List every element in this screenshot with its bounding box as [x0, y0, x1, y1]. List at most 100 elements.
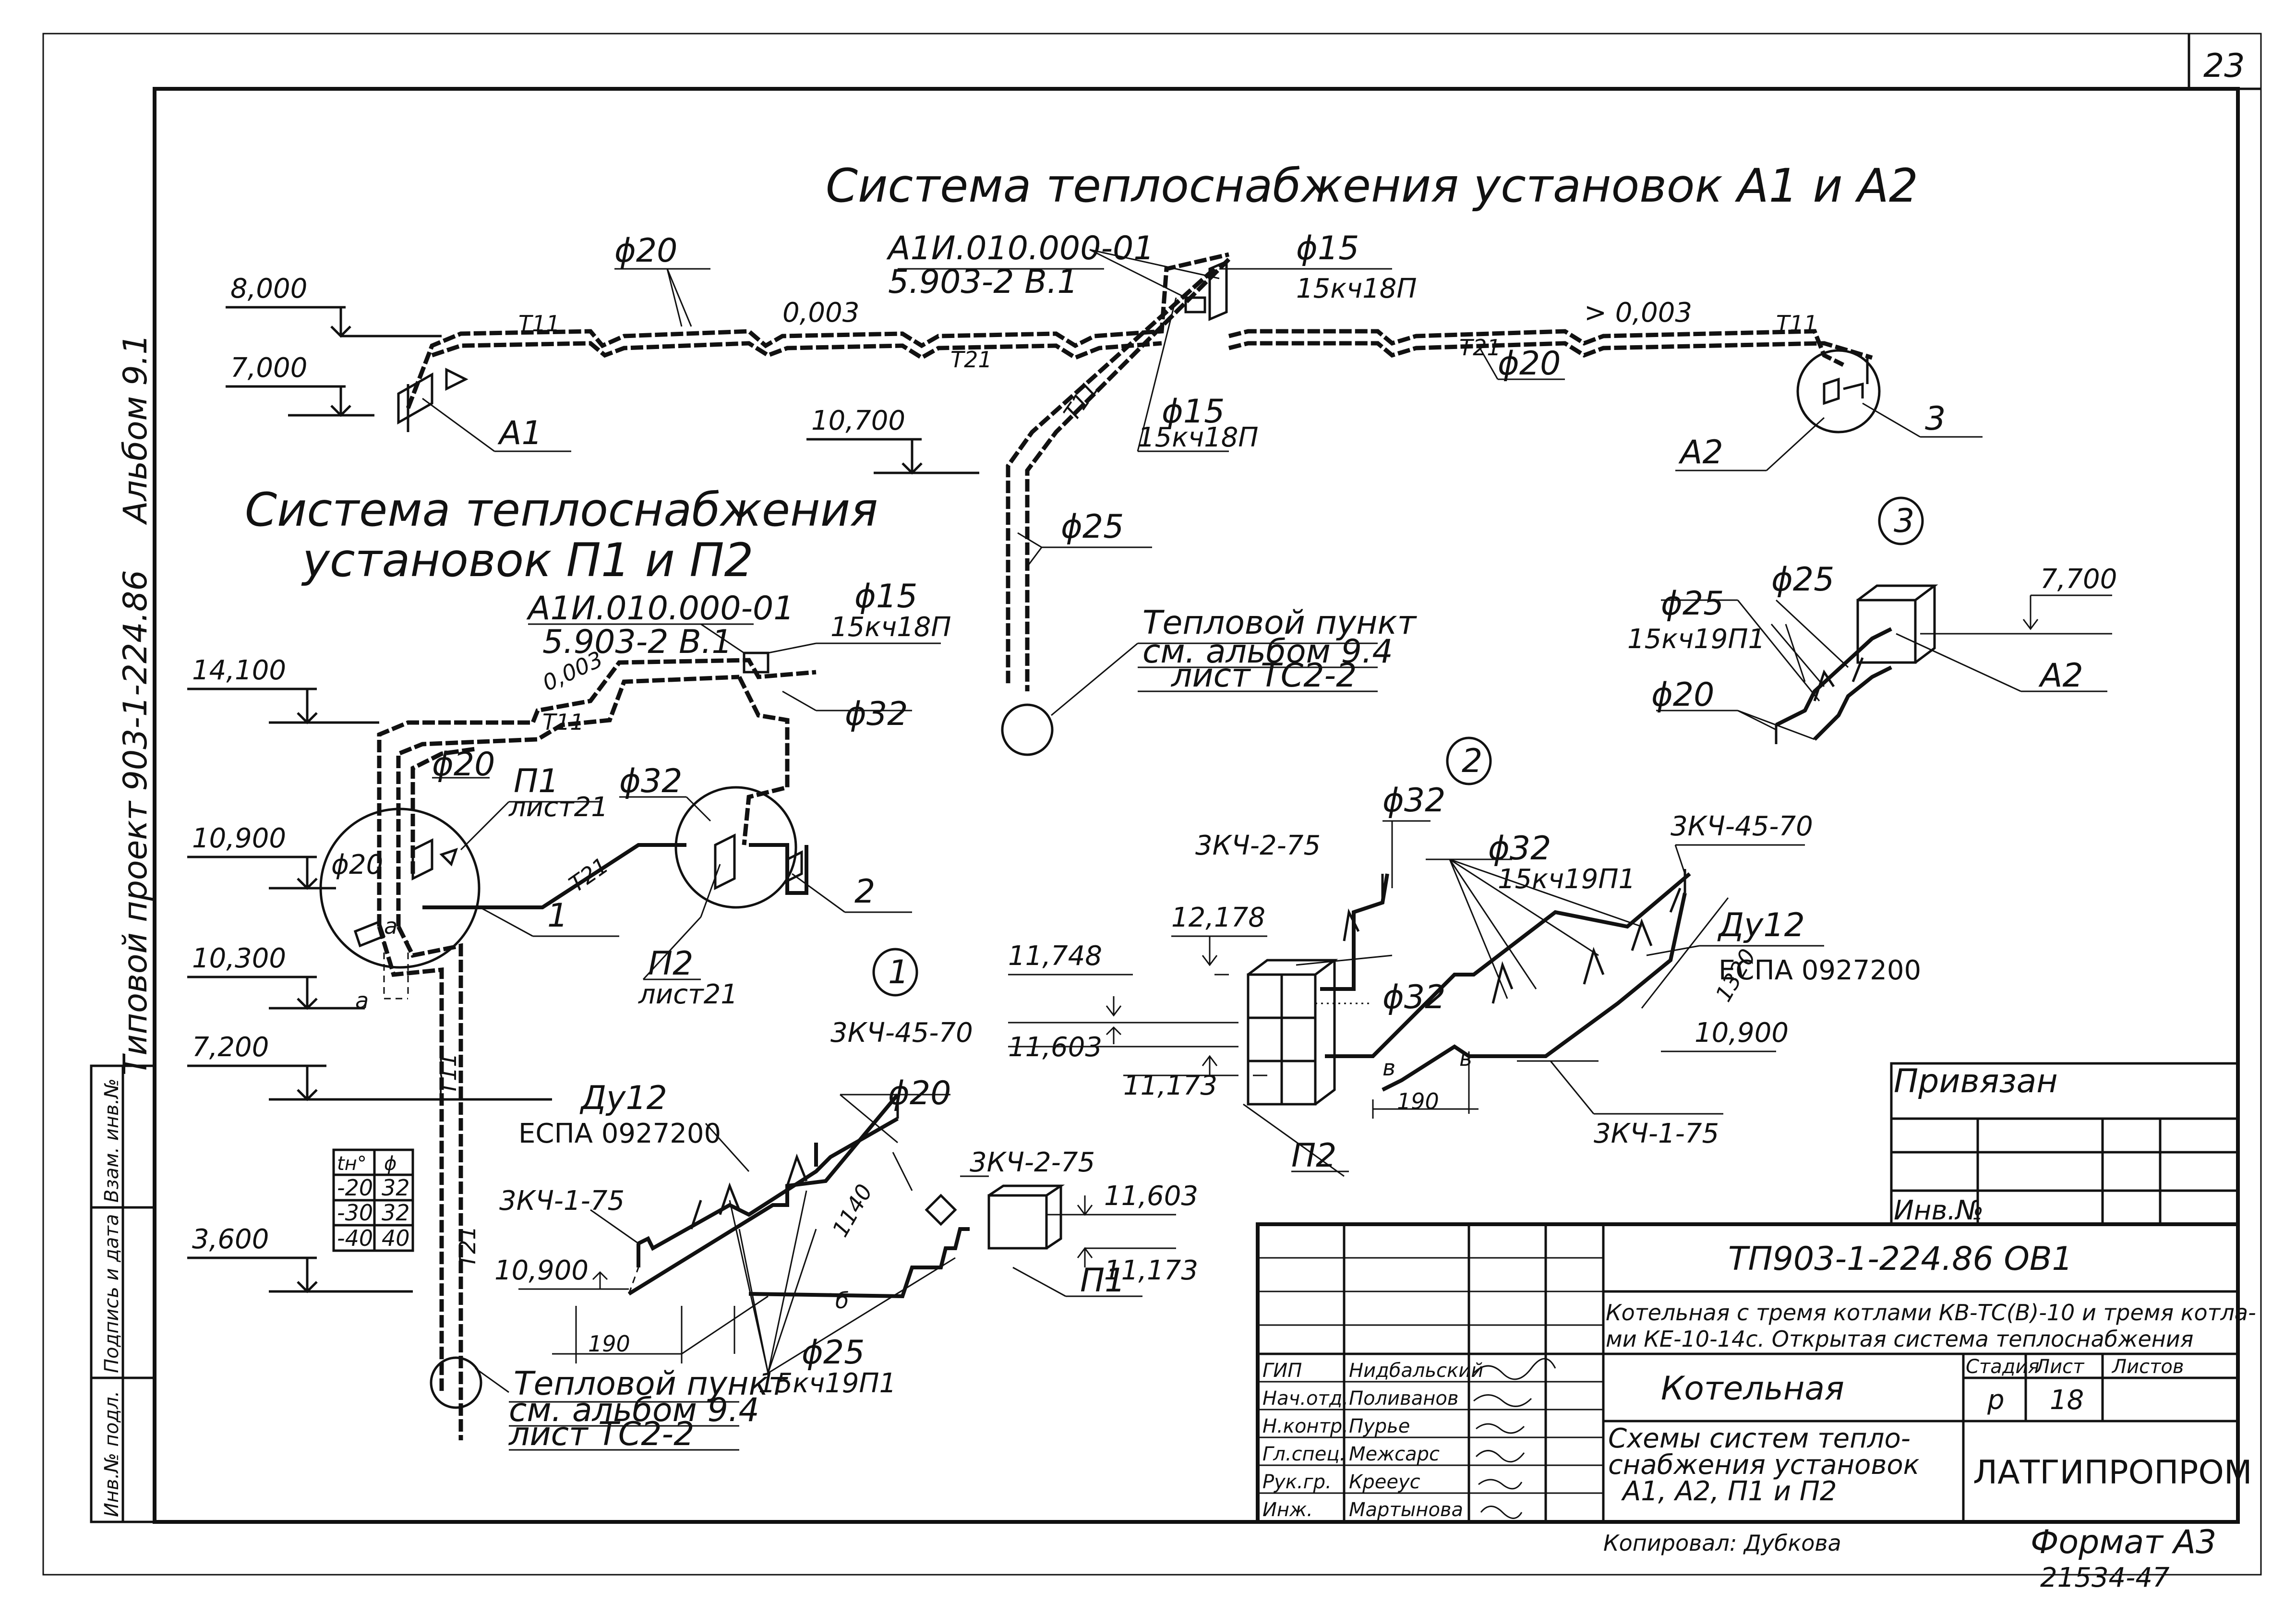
drawing-title-2: снабжения установок: [1608, 1449, 1920, 1481]
level-7200: 7,200: [192, 1032, 269, 1063]
side-stamp-inv: Инв.№ подл.: [101, 1391, 123, 1517]
role-5: Рук.гр.: [1262, 1471, 1332, 1493]
pipe-label-d32-p2: ϕ32: [619, 762, 682, 800]
drawing-title-3: А1, А2, П1 и П2: [1621, 1476, 1837, 1507]
heat-point-a-2: см. альбом 9.4: [1142, 633, 1393, 671]
stage-label: Стадия: [1966, 1356, 2039, 1378]
detail-3-valve: 15кч19П1: [1627, 624, 1765, 655]
detail-3-d25-left: ϕ25: [1661, 585, 1724, 623]
name-3: Пурье: [1349, 1415, 1410, 1437]
role-3: Н.контр.: [1262, 1415, 1348, 1437]
unit-a2: А2: [1678, 434, 1723, 471]
detail-3: 3 ϕ25 ϕ25 15кч19П1 ϕ20 А2 7,700: [1627, 496, 2117, 744]
format-label: Формат А3: [2031, 1523, 2216, 1561]
pipes-system-p: [319, 651, 817, 1440]
heat-point-p-1: Тепловой пункт: [514, 1365, 789, 1403]
detail-2-level-11603: 11,603: [1008, 1032, 1102, 1063]
detail-1-p1: П1: [1080, 1262, 1125, 1300]
pipes-system-a: [397, 252, 1881, 756]
outer-frame: [42, 33, 2262, 1576]
doc-description-2: ми КЕ-10-14с. Открытая система теплоснаб…: [1606, 1326, 2193, 1352]
name-1: Нидбальский: [1349, 1360, 1483, 1382]
heat-point-p-3: лист ТС2-2: [508, 1415, 694, 1453]
unit-p2-sheet: лист21: [638, 979, 738, 1010]
pipe-label-d25-a: ϕ25: [1061, 508, 1124, 546]
name-5: Крееус: [1349, 1471, 1420, 1493]
detail-1-d20: ϕ20: [888, 1074, 951, 1112]
pipe-label-d32-p: ϕ32: [845, 695, 908, 733]
detail-2-espa: ЕСПА 0927200: [1719, 955, 1921, 986]
detail-2-level-12178: 12,178: [1171, 902, 1265, 933]
sheet-value: 18: [2050, 1385, 2084, 1416]
drawing-title-1: Схемы систем тепло-: [1608, 1423, 1911, 1454]
detail-3-number: 3: [1894, 502, 1914, 540]
callout-2: 2: [854, 873, 875, 911]
level-10900-p: 10,900: [192, 823, 286, 854]
detail-1-valve-45: 3КЧ-45-70: [830, 1017, 973, 1049]
binding-inv: Инв.№: [1894, 1195, 1984, 1226]
temperature-table: tн° ϕ -20 32 -30 32 -40 40: [332, 1148, 414, 1252]
name-6: Мартынова: [1349, 1499, 1463, 1521]
unit-p1-sheet: лист21: [508, 792, 608, 823]
unit-a1: А1: [497, 414, 542, 452]
level-marks-a: 8,000 7,000 10,700: [226, 273, 979, 475]
detail-1-level-11173: 11,173: [1104, 1255, 1198, 1286]
valve-label-top: 15кч18П: [1296, 273, 1417, 304]
pipe-mark-t21-a2: Т21: [1459, 335, 1501, 361]
temp-row-3-t: -40: [337, 1225, 373, 1251]
level-14100: 14,100: [192, 655, 286, 686]
detail-1-number: 1: [888, 953, 909, 991]
system-p-title-1: Система теплоснабжения: [245, 483, 878, 537]
name-4: Межсарс: [1349, 1443, 1440, 1465]
detail-3-d25-top: ϕ25: [1771, 561, 1834, 599]
detail-2-mark-v2: в: [1459, 1045, 1472, 1071]
detail-2-d32-low: ϕ32: [1382, 978, 1445, 1016]
sheet-label: Лист: [2034, 1356, 2085, 1378]
detail-1-du12: Ду12: [579, 1079, 667, 1117]
leaders-system-a: [422, 249, 1983, 716]
page-number: 23: [2203, 47, 2245, 85]
detail-2-dim-190: 190: [1397, 1088, 1439, 1114]
detail-3-level-7700: 7,700: [2040, 564, 2117, 595]
labels-system-p: А1И.010.000-01 5.903-2 В.1 ϕ15 15кч18П ϕ…: [331, 578, 951, 1453]
inner-frame: [153, 87, 2240, 1524]
copied-by: Копировал: Дубкова: [1603, 1530, 1841, 1556]
labels-system-a: ϕ20 0,003 ϕ15 15кч18П ϕ15 15кч18П > 0,00…: [497, 229, 1946, 695]
callout-3: 3: [1925, 400, 1946, 438]
valve-label-p: 15кч18П: [830, 612, 951, 643]
pipe-mark-t11-p: Т11: [542, 709, 584, 735]
detail-1-valve-19: 15кч19П1: [758, 1368, 896, 1399]
pipe-mark-t11-a2: Т11: [1776, 311, 1818, 337]
heat-point-a-3: лист ТС2-2: [1170, 657, 1357, 695]
role-4: Гл.спец.: [1262, 1443, 1346, 1465]
detail-2-level-11748: 11,748: [1008, 941, 1102, 972]
detail-2-level-10900: 10,900: [1695, 1017, 1789, 1049]
detail-1-dim-190: 190: [588, 1331, 630, 1357]
role-6: Инж.: [1262, 1499, 1313, 1521]
temp-header-d: ϕ: [384, 1153, 397, 1175]
detail-1-dim-1140: 1140: [827, 1180, 878, 1241]
system-p-title-2: установок П1 и П2: [301, 533, 754, 587]
level-10700: 10,700: [811, 405, 905, 436]
temp-row-1-t: -20: [337, 1175, 373, 1201]
device-series-a: 5.903-2 В.1: [888, 263, 1078, 301]
pipe-mark-t21-a: Т21: [950, 347, 992, 373]
pipe-label-d20-p: ϕ20: [432, 746, 495, 784]
detail-1-valve-1: 3КЧ-1-75: [499, 1185, 625, 1217]
detail-2: 2: [1008, 736, 1921, 1177]
title-block: ТП903-1-224.86 ОВ1 Котельная с тремя кот…: [1256, 1222, 2256, 1524]
pipe-mark-t11-riser: Т11: [1058, 376, 1104, 425]
signatures: [1473, 1358, 1556, 1519]
detail-3-d20: ϕ20: [1651, 676, 1714, 714]
pipe-mark-t11-riser-p: Т11: [435, 1053, 461, 1095]
pipe-label-d20-a: ϕ20: [614, 232, 677, 270]
doc-description-1: Котельная с тремя котлами КВ-ТС(В)-10 и …: [1606, 1300, 2256, 1326]
side-stamp-replace: Взам. инв.№: [101, 1078, 123, 1203]
slope-label-a1: 0,003: [782, 297, 859, 328]
detail-2-valve-2: 3КЧ-2-75: [1195, 830, 1321, 861]
name-2: Поливанов: [1349, 1387, 1458, 1410]
pipe-mark-t21-riser-p: Т21: [455, 1226, 481, 1267]
detail-2-number: 2: [1462, 742, 1482, 780]
pipe-label-d15-mid: ϕ15: [1162, 393, 1225, 431]
binding-title: Привязан: [1894, 1062, 2058, 1100]
